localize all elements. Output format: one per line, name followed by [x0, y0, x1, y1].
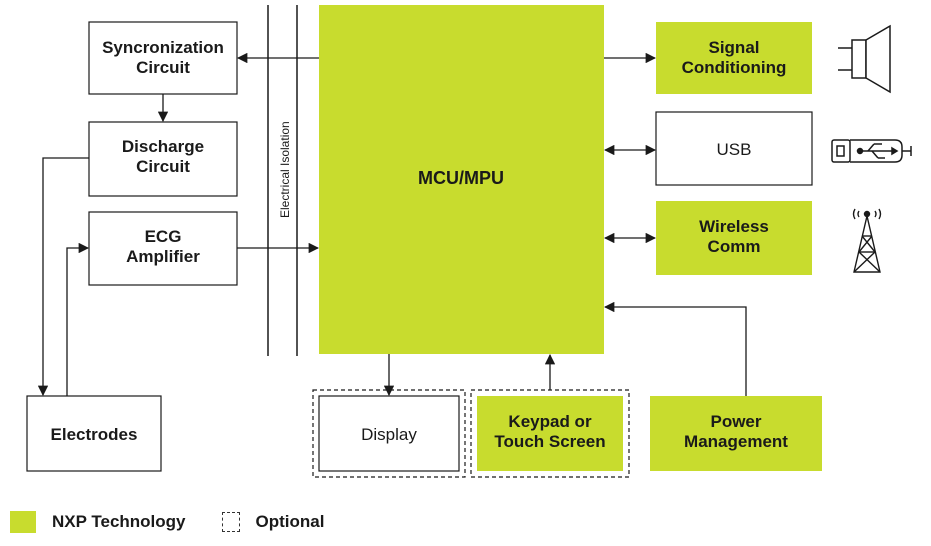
signal-label-2: Conditioning: [682, 58, 787, 77]
signal-conditioning-block: [656, 22, 812, 94]
keypad-label-2: Touch Screen: [494, 432, 605, 451]
usb-label: USB: [717, 140, 752, 159]
display-label: Display: [361, 425, 417, 444]
mcu-label: MCU/MPU: [418, 168, 504, 188]
isolation-label: Electrical Isolation: [278, 121, 292, 218]
power-management-block: [650, 396, 822, 471]
sync-label-1: Syncronization: [102, 38, 224, 57]
speaker-icon: [838, 24, 891, 94]
sync-circuit-block: [88, 21, 238, 95]
electrodes-block: [26, 395, 162, 472]
discharge-circuit-block: [88, 121, 238, 197]
arrow-power-to-mcu: [603, 301, 747, 396]
electrodes-label: Electrodes: [51, 425, 138, 444]
keypad-label-1: Keypad or: [508, 412, 592, 431]
legend: NXP Technology Optional: [10, 510, 360, 534]
keypad-block: [477, 396, 623, 471]
sync-label-2: Circuit: [136, 58, 190, 77]
ecg-label-2: Amplifier: [126, 247, 200, 266]
display-block: [318, 395, 460, 472]
wireless-label-2: Comm: [708, 237, 761, 256]
antenna-tower-icon: [852, 208, 882, 273]
arrow-discharge-to-electrodes: [37, 157, 89, 397]
ecg-amplifier-block: [88, 211, 238, 286]
ecg-label-1: ECG: [145, 227, 182, 246]
discharge-label-1: Discharge: [122, 137, 204, 156]
arrow-electrodes-to-ecg: [66, 242, 90, 396]
legend-nxp-swatch: [10, 511, 36, 533]
wireless-comm-block: [656, 201, 812, 275]
legend-nxp-label: NXP Technology: [52, 512, 186, 531]
legend-optional-label: Optional: [255, 512, 325, 531]
usb-plug-icon: [831, 139, 912, 163]
usb-block: [655, 111, 813, 186]
legend-optional-swatch: [221, 512, 240, 532]
display-optional-frame: [312, 389, 466, 478]
mcu-block: [319, 5, 604, 354]
power-label-2: Management: [684, 432, 788, 451]
power-label-1: Power: [710, 412, 761, 431]
discharge-label-2: Circuit: [136, 157, 190, 176]
signal-label-1: Signal: [708, 38, 759, 57]
wireless-label-1: Wireless: [699, 217, 769, 236]
